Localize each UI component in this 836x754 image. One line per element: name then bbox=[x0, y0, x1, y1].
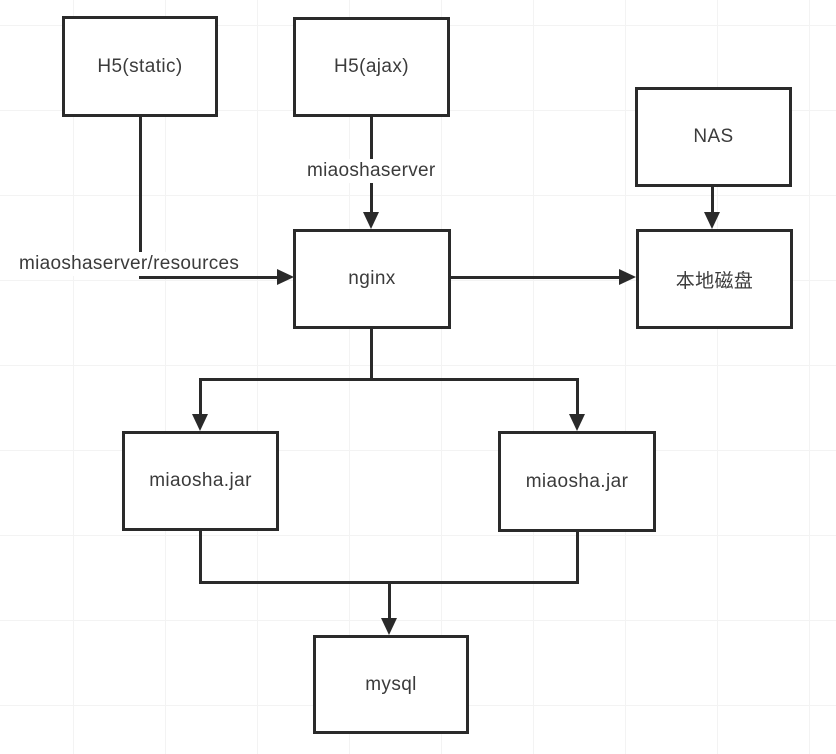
node-h5-ajax: H5(ajax) bbox=[293, 17, 450, 117]
edge-nas-localdisk-vline bbox=[711, 186, 714, 214]
node-nas: NAS bbox=[635, 87, 792, 187]
edge-nginx-localdisk-hline bbox=[451, 276, 621, 279]
edge-h5static-nginx-hline bbox=[139, 276, 279, 279]
edge-nginx-mjright-arrowhead bbox=[569, 414, 585, 431]
edge-nginx-mjleft-arrowhead bbox=[192, 414, 208, 431]
edge-nginx-mjright-vline bbox=[576, 378, 579, 416]
edge-h5ajax-nginx-arrowhead bbox=[363, 212, 379, 229]
node-local-disk: 本地磁盘 bbox=[636, 229, 793, 329]
edge-label-miaoshaserver-resources: miaoshaserver/resources bbox=[16, 252, 243, 276]
edge-merge-mysql-arrowhead bbox=[381, 618, 397, 635]
edge-nginx-localdisk-arrowhead bbox=[619, 269, 636, 285]
edge-nginx-split-hline bbox=[199, 378, 579, 381]
node-miaosha-jar-left: miaosha.jar bbox=[122, 431, 279, 531]
node-nginx: nginx bbox=[293, 229, 451, 329]
edge-merge-mysql-vline bbox=[388, 581, 391, 620]
edge-mjright-merge-vline bbox=[576, 531, 579, 584]
edge-nginx-mjleft-vline bbox=[199, 378, 202, 416]
node-mysql: mysql bbox=[313, 635, 469, 734]
node-h5-static: H5(static) bbox=[62, 16, 218, 117]
edge-h5static-nginx-arrowhead bbox=[277, 269, 294, 285]
edge-nas-localdisk-arrowhead bbox=[704, 212, 720, 229]
edge-mjleft-merge-vline bbox=[199, 530, 202, 584]
edge-label-miaoshaserver: miaoshaserver bbox=[304, 159, 439, 183]
node-miaosha-jar-right: miaosha.jar bbox=[498, 431, 656, 532]
edge-h5static-nginx-vline bbox=[139, 115, 142, 279]
edge-nginx-split-vline bbox=[370, 328, 373, 381]
